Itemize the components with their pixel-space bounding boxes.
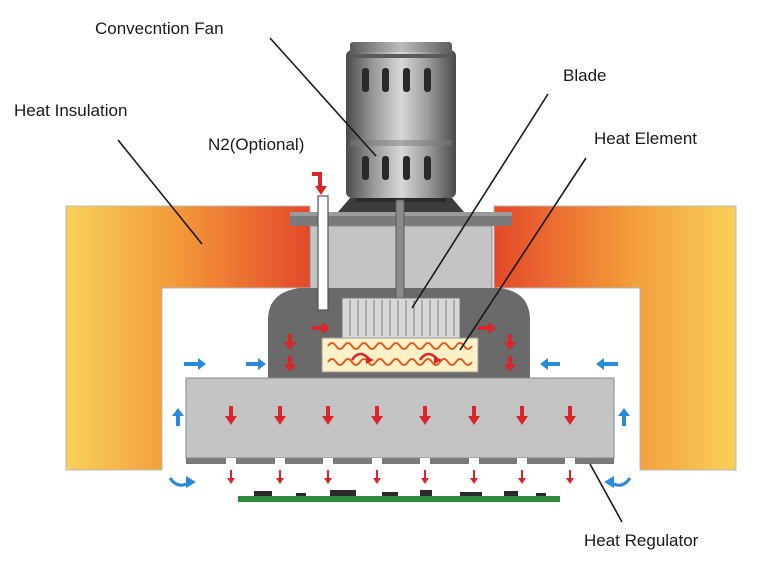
fan-blade: [341, 297, 461, 339]
n2-pipe: [317, 195, 329, 311]
heat-insulation-left: [65, 205, 311, 471]
regulator-hot-arrows: [227, 470, 574, 484]
label-n2-optional: N2(Optional): [208, 135, 305, 154]
heat-element-coil: [327, 342, 473, 366]
motor-vent-slots: [362, 68, 431, 180]
leader-lines: [117, 37, 623, 523]
label-blade: Blade: [563, 66, 607, 85]
n2-inlet-arrow: [312, 172, 327, 195]
fan-shaft: [395, 199, 405, 301]
label-convection-fan: Convecntion Fan: [95, 19, 224, 38]
cool-air-arrows: [172, 358, 630, 426]
main-plate: [185, 377, 615, 459]
label-heat-insulation: Heat Insulation: [14, 101, 128, 120]
housing-hot-arrows: [284, 322, 516, 372]
cool-air-curls: [168, 477, 632, 487]
label-heat-element: Heat Element: [594, 129, 697, 148]
pcb-board: [238, 490, 560, 502]
label-heat-regulator: Heat Regulator: [584, 531, 699, 550]
heat-regulator: [186, 458, 614, 464]
blade-fins: [349, 300, 455, 336]
plate-hot-arrows: [225, 406, 576, 425]
